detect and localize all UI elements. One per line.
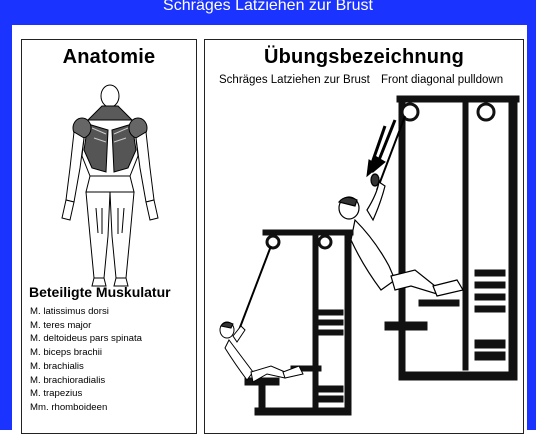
- exercise-name-en: Front diagonal pulldown: [381, 74, 504, 86]
- anatomy-figure: [61, 84, 159, 287]
- pulldown-machine-small: [244, 229, 354, 416]
- anatomy-panel: Anatomie: [21, 39, 197, 434]
- exercise-illustration: [219, 95, 520, 416]
- exercise-heading: Übungsbezeichnung: [263, 46, 465, 68]
- pulldown-machine-large: [384, 95, 520, 381]
- athlete-small: [219, 321, 304, 383]
- list-item: M. trapezius: [30, 388, 83, 400]
- exercise-panel: Übungsbezeichnung Schräges Latziehen zur…: [204, 39, 524, 434]
- list-item: M. latissimus dorsi: [30, 306, 109, 317]
- muscle-list: M. latissimus dorsi M. teres major M. de…: [30, 305, 142, 415]
- list-item: M. brachioradialis: [30, 374, 106, 386]
- list-item: M. deltoideus pars spinata: [30, 333, 142, 345]
- exercise-title: Schräges Latziehen zur Brust: [163, 0, 373, 14]
- muscles-heading: Beteiligte Muskulatur: [29, 284, 171, 300]
- anatomy-heading: Anatomie: [62, 46, 156, 68]
- list-item: M. teres major: [30, 319, 92, 331]
- list-item: Mm. rhomboideen: [30, 401, 108, 413]
- exercise-name-de: Schräges Latziehen zur Brust: [219, 74, 370, 86]
- exercise-sheet: Anatomie: [12, 25, 527, 434]
- athlete-large: [337, 173, 464, 297]
- list-item: M. biceps brachii: [30, 347, 102, 359]
- list-item: M. brachialis: [30, 360, 84, 372]
